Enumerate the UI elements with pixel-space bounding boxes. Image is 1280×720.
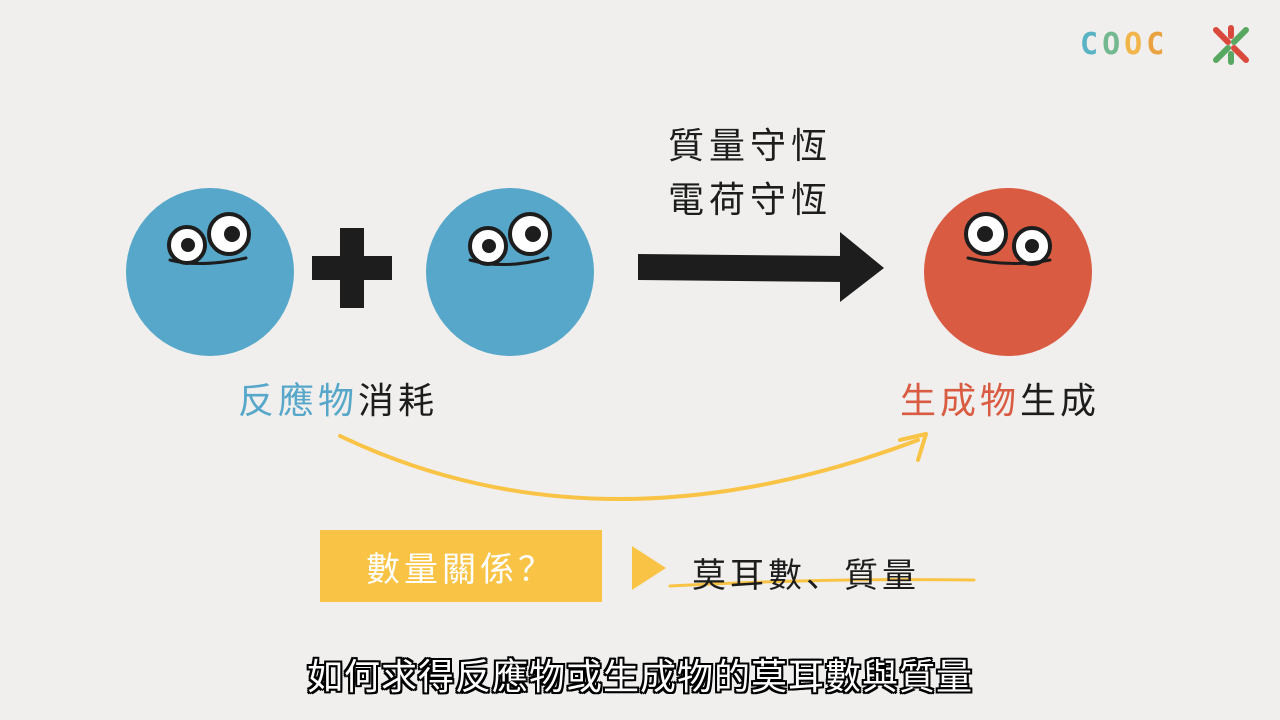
answer-text: 莫耳數、質量 (692, 556, 920, 596)
product-label-highlight: 生成物 (900, 381, 1021, 422)
reactant-label-highlight: 反應物 (238, 381, 359, 422)
logo-letter: C (1146, 27, 1169, 62)
reactant-label-rest: 消耗 (358, 381, 439, 422)
emblem-icon (1213, 25, 1249, 65)
reactant-sphere-2 (426, 188, 594, 356)
conservation-laws: 質量守恆 電荷守恆 (668, 120, 832, 228)
cooc-logo: COOC (1080, 28, 1168, 62)
reactant-sphere-1 (126, 188, 294, 356)
plus-icon (312, 228, 392, 308)
logo-letter: O (1124, 27, 1147, 62)
logo-letter: C (1080, 27, 1103, 62)
question-box: 數量關係？ (320, 530, 602, 602)
question-text: 數量關係？ (366, 549, 556, 590)
reactant-label: 反應物消耗 (238, 384, 438, 420)
product-label-rest: 生成 (1020, 381, 1101, 422)
product-label: 生成物生成 (900, 384, 1100, 420)
relation-curve-arrow-icon (338, 432, 928, 501)
answer-underline (668, 578, 976, 588)
reaction-arrow-icon (638, 232, 884, 302)
logo-letter: O (1102, 27, 1125, 62)
law-mass: 質量守恆 (668, 126, 833, 167)
pointer-triangle-icon (632, 546, 666, 590)
product-sphere (924, 188, 1092, 356)
subtitle-caption: 如何求得反應物或生成物的莫耳數與質量 (306, 657, 973, 698)
law-charge: 電荷守恆 (668, 180, 833, 221)
